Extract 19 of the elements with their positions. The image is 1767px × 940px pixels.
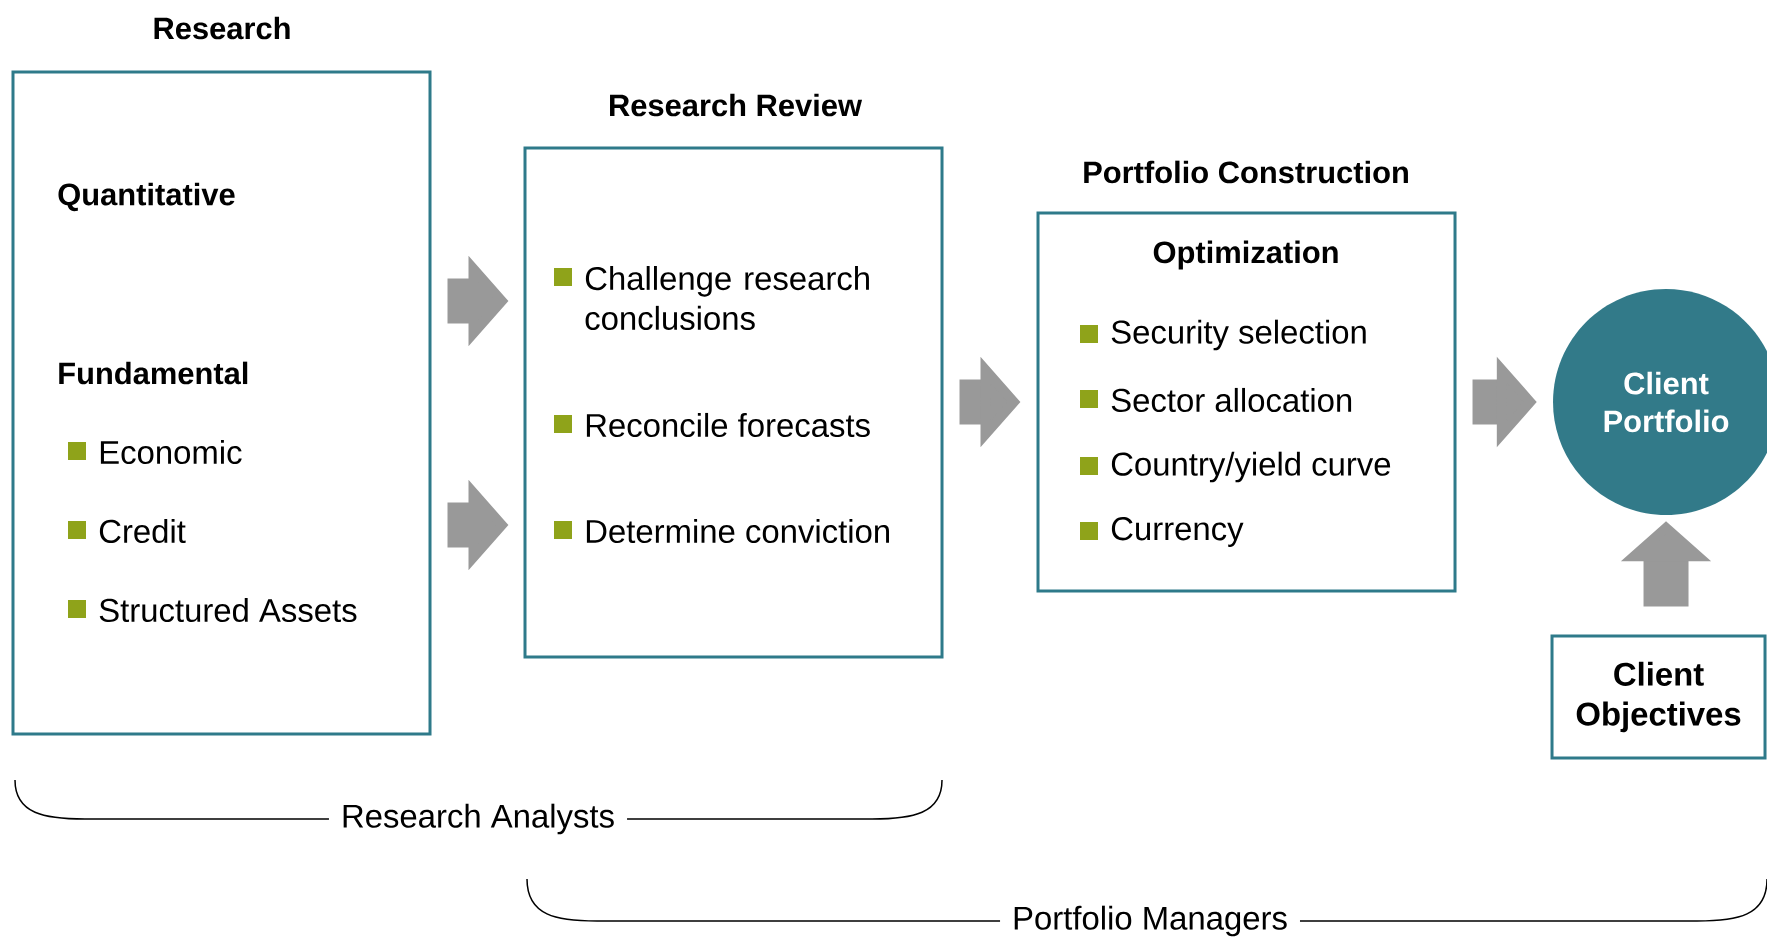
box-heading: Portfolio Construction: [1084, 160, 1408, 184]
bullet-text: Sector allocation: [1111, 387, 1352, 413]
section-heading: Quantitative: [58, 182, 235, 212]
bracket-label: Portfolio Managers: [1000, 903, 1300, 939]
bullet-text: Reconcile forecasts: [586, 412, 870, 438]
section-heading: Fundamental: [59, 361, 248, 385]
bullet-text: Security selection: [1111, 319, 1366, 351]
bullet-text: Currency: [1111, 517, 1244, 547]
bullet-text: Credit: [99, 518, 186, 544]
bracket-label: Research Analysts: [328, 801, 628, 837]
bullet-text: Structured Assets: [99, 597, 357, 623]
bullet-text: Challenge research conclusions: [585, 266, 869, 330]
bullet-text: Country/yield curve: [1111, 451, 1391, 483]
process-box: Client Objectives: [1550, 634, 1767, 760]
bullet-text: Economic: [100, 439, 242, 465]
bullet-text: Determine conviction: [586, 518, 889, 544]
box-heading: Research Review: [610, 93, 863, 117]
section-heading: Optimization: [1153, 240, 1338, 270]
box-heading: Research: [154, 16, 290, 40]
